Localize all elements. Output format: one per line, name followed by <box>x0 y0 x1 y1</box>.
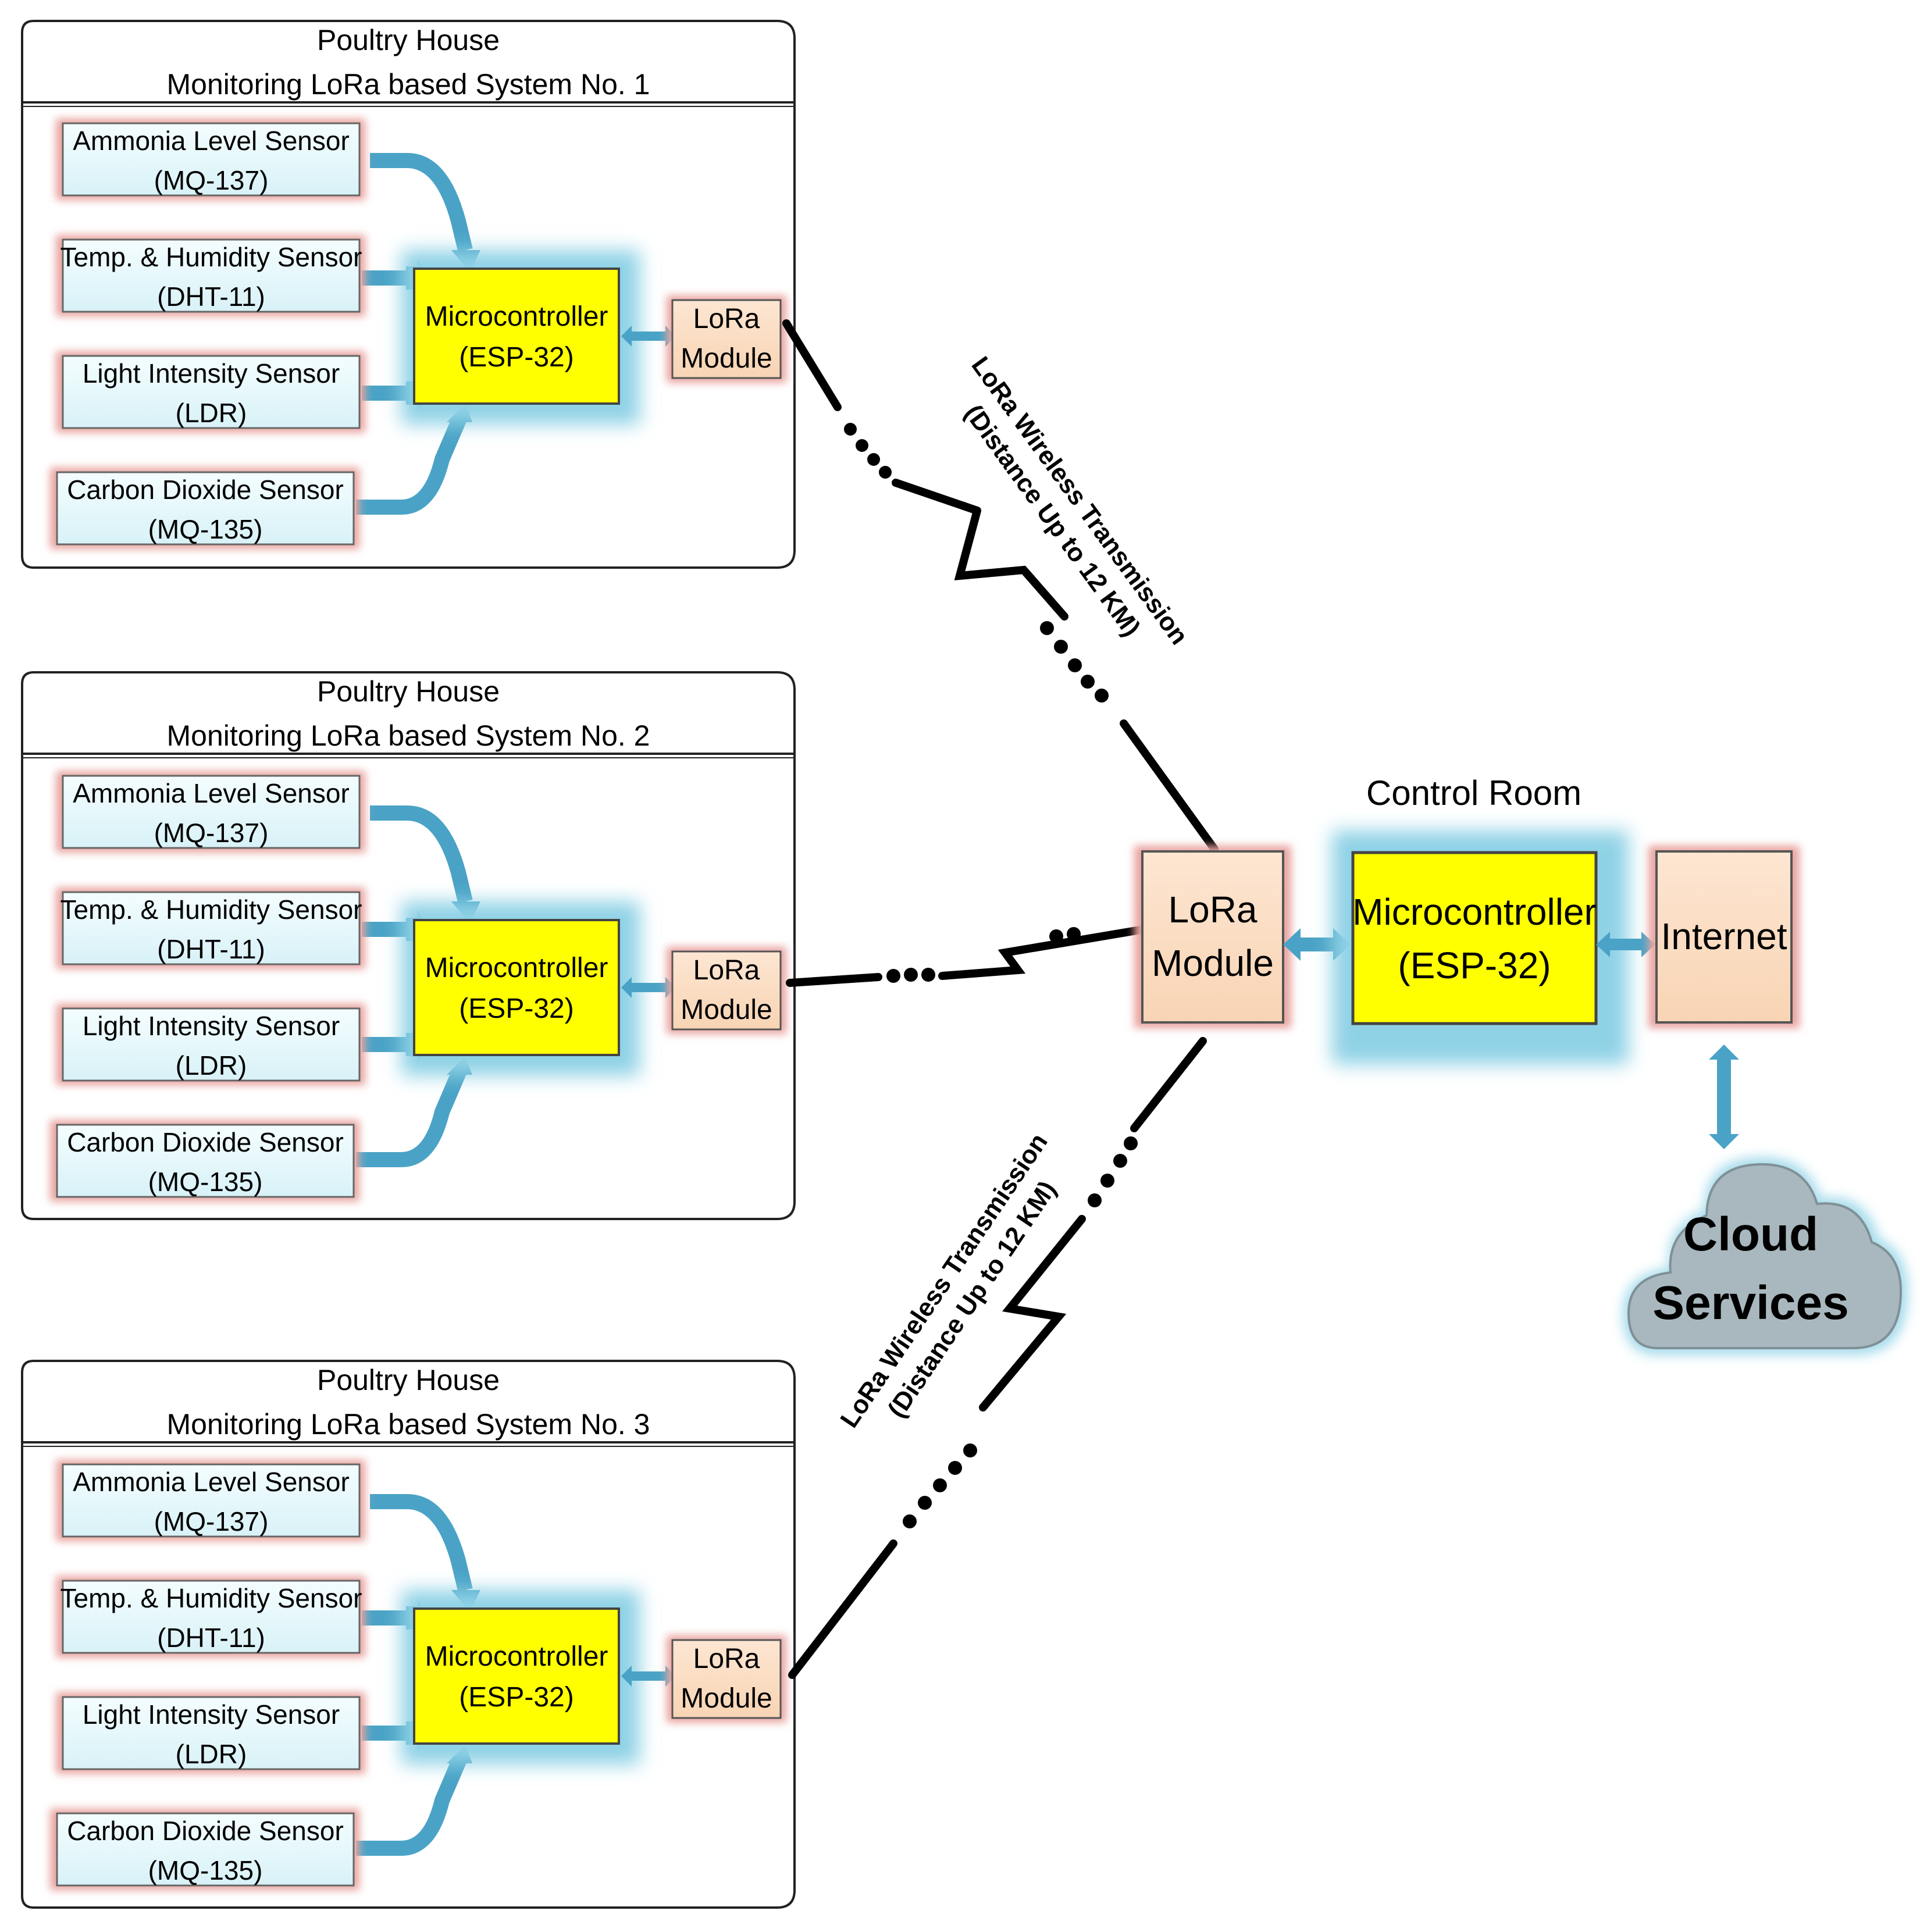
system-2-mcu-lora-arrow <box>621 977 676 998</box>
system-2-lora-line2: Module <box>681 994 772 1025</box>
system-3-light-name: Light Intensity Sensor <box>83 1699 340 1730</box>
system-2-sensor-light: Light Intensity Sensor (LDR) <box>56 1004 365 1085</box>
system-1-ammonia-name: Ammonia Level Sensor <box>73 126 350 156</box>
cloud-label-line1: Cloud <box>1683 1208 1818 1261</box>
system-3-sensor-arrows <box>356 1494 473 1856</box>
system-3: Poultry House Monitoring LoRa based Syst… <box>21 1360 796 1909</box>
system-3-lora-line2: Module <box>681 1683 772 1714</box>
mcu-internet-arrow <box>1596 932 1655 957</box>
system-3-ammonia-model: (MQ-137) <box>154 1506 269 1537</box>
system-3-mcu-line1: Microcontroller <box>425 1641 608 1672</box>
control-room-mcu-line1: Microcontroller <box>1352 891 1597 933</box>
system-2-mcu-line1: Microcontroller <box>425 953 608 983</box>
system-2-light-model: (LDR) <box>176 1050 247 1081</box>
control-room-lora-module: LoRa Module <box>1134 846 1291 1028</box>
cloud-services: Cloud Services <box>1623 1157 1908 1355</box>
system-1-sensor-light: Light Intensity Sensor (LDR) <box>56 351 365 433</box>
system-1-mcu-line1: Microcontroller <box>425 301 608 332</box>
system-1-lora-line1: LoRa <box>693 304 760 334</box>
wireless-link-system-1 <box>782 319 1219 853</box>
bottom-link-label: LoRa Wireless Transmission (Distance Up … <box>835 1128 1061 1433</box>
system-3-sensor-ammonia: Ammonia Level Sensor (MQ-137) <box>56 1460 365 1541</box>
system-2-lora-module: LoRa Module <box>667 947 786 1034</box>
system-1-mcu-lora-arrow <box>621 326 676 347</box>
system-3-mcu-lora-arrow <box>621 1666 676 1687</box>
system-3-sensor-co2: Carbon Dioxide Sensor (MQ-135) <box>50 1809 359 1890</box>
system-2-light-name: Light Intensity Sensor <box>83 1011 340 1041</box>
internet-node: Internet <box>1648 846 1800 1028</box>
system-1-ammonia-model: (MQ-137) <box>154 165 269 195</box>
wireless-link-system-3-dots <box>903 1136 1138 1528</box>
system-2-co2-model: (MQ-135) <box>148 1167 263 1197</box>
control-room-lora-line1: LoRa <box>1169 889 1258 931</box>
system-3-ammonia-name: Ammonia Level Sensor <box>73 1467 350 1497</box>
system-1-co2-model: (MQ-135) <box>148 514 263 544</box>
system-2-sensor-arrows <box>356 805 473 1167</box>
wireless-link-system-2 <box>786 923 1162 987</box>
system-1-sensor-co2: Carbon Dioxide Sensor (MQ-135) <box>50 468 359 549</box>
system-3-mcu-line2: (ESP-32) <box>459 1682 573 1713</box>
system-2-temp-name: Temp. & Humidity Sensor <box>60 894 362 925</box>
wireless-link-system-3 <box>788 1037 1207 1679</box>
system-3-sensor-light: Light Intensity Sensor (LDR) <box>56 1692 365 1774</box>
system-2-microcontroller: Microcontroller (ESP-32) <box>401 901 640 1076</box>
system-1-co2-name: Carbon Dioxide Sensor <box>67 475 344 505</box>
internet-label: Internet <box>1661 915 1787 957</box>
system-3-co2-name: Carbon Dioxide Sensor <box>67 1816 344 1846</box>
system-3-title-line2: Monitoring LoRa based System No. 3 <box>167 1408 650 1441</box>
system-1-title-line2: Monitoring LoRa based System No. 1 <box>167 68 650 101</box>
system-3-temp-model: (DHT-11) <box>157 1623 265 1653</box>
system-3-co2-model: (MQ-135) <box>148 1855 263 1885</box>
system-3-temp-name: Temp. & Humidity Sensor <box>60 1583 362 1613</box>
system-2-sensor-co2: Carbon Dioxide Sensor (MQ-135) <box>50 1120 359 1202</box>
system-3-lora-line1: LoRa <box>693 1644 760 1674</box>
system-1-title-line1: Poultry House <box>317 24 500 56</box>
system-1-temp-model: (DHT-11) <box>157 281 265 312</box>
system-3-lora-module: LoRa Module <box>667 1635 786 1723</box>
wireless-link-system-1-dots <box>844 423 1109 703</box>
system-1-sensor-ammonia: Ammonia Level Sensor (MQ-137) <box>56 119 365 200</box>
top-link-label-line1: LoRa Wireless Transmission <box>966 351 1194 650</box>
system-1-lora-module: LoRa Module <box>667 295 786 383</box>
system-1-light-model: (LDR) <box>176 398 247 428</box>
system-2-title-line1: Poultry House <box>317 675 500 708</box>
system-1-light-name: Light Intensity Sensor <box>83 358 340 388</box>
system-2-ammonia-name: Ammonia Level Sensor <box>73 778 350 808</box>
control-room-lora-line2: Module <box>1152 942 1274 984</box>
bottom-link-label-line1: LoRa Wireless Transmission <box>835 1128 1053 1433</box>
system-1: Poultry House Monitoring LoRa based Syst… <box>21 20 796 569</box>
internet-cloud-arrow <box>1709 1045 1739 1149</box>
system-2-title-line2: Monitoring LoRa based System No. 2 <box>167 719 650 752</box>
control-room-title: Control Room <box>1366 773 1581 812</box>
cloud-label-line2: Services <box>1652 1277 1848 1329</box>
system-2-lora-line1: LoRa <box>693 955 760 986</box>
control-room-mcu-line2: (ESP-32) <box>1398 944 1551 986</box>
wireless-link-system-2-dots <box>886 927 1081 983</box>
system-2-mcu-line2: (ESP-32) <box>459 993 573 1024</box>
system-1-lora-line2: Module <box>681 343 772 374</box>
system-1-microcontroller: Microcontroller (ESP-32) <box>401 250 640 425</box>
system-1-sensor-temp-humidity: Temp. & Humidity Sensor (DHT-11) <box>56 235 365 316</box>
system-2: Poultry House Monitoring LoRa based Syst… <box>21 671 796 1220</box>
system-2-temp-model: (DHT-11) <box>157 934 265 964</box>
system-3-title-line1: Poultry House <box>317 1364 500 1396</box>
system-2-sensor-temp-humidity: Temp. & Humidity Sensor (DHT-11) <box>56 887 365 969</box>
system-1-temp-name: Temp. & Humidity Sensor <box>60 242 362 272</box>
control-room-microcontroller: Microcontroller (ESP-32) <box>1332 830 1629 1064</box>
system-2-sensor-ammonia: Ammonia Level Sensor (MQ-137) <box>56 771 365 853</box>
system-2-ammonia-model: (MQ-137) <box>154 818 269 848</box>
system-1-sensor-arrows <box>356 153 473 515</box>
system-3-sensor-temp-humidity: Temp. & Humidity Sensor (DHT-11) <box>56 1576 365 1657</box>
system-3-light-model: (LDR) <box>176 1739 247 1769</box>
system-1-mcu-line2: (ESP-32) <box>459 342 573 373</box>
system-2-co2-name: Carbon Dioxide Sensor <box>67 1127 344 1157</box>
system-3-microcontroller: Microcontroller (ESP-32) <box>401 1590 640 1765</box>
